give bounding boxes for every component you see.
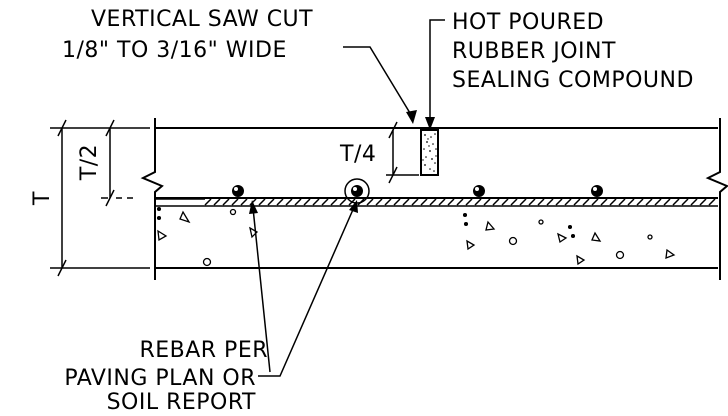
hatch-line	[627, 198, 635, 206]
rebar	[591, 185, 603, 197]
hatch-line	[330, 198, 338, 206]
hatch-line	[492, 198, 500, 206]
hatch-line	[366, 198, 374, 206]
sealant-callout: HOT POURED RUBBER JOINT SEALING COMPOUND	[425, 10, 694, 130]
hatch-line	[663, 198, 671, 206]
hatch-line	[672, 198, 680, 206]
hatch-line	[474, 198, 482, 206]
rebar-callout: REBAR PER PAVING PLAN OR SOIL REPORT	[64, 200, 358, 415]
hatch-line	[375, 198, 383, 206]
hatch-line	[681, 198, 689, 206]
sealant-text-1: HOT POURED	[452, 10, 604, 35]
hatch-line	[501, 198, 509, 206]
sealant-text-2: RUBBER JOINT	[452, 39, 616, 64]
hatch-line	[456, 198, 464, 206]
hatch-line	[690, 198, 698, 206]
hatch-line	[483, 198, 491, 206]
hatch-line	[420, 198, 428, 206]
hatch-line	[294, 198, 302, 206]
hatch-line	[546, 198, 554, 206]
hatch-line	[645, 198, 653, 206]
hatch-line	[222, 198, 230, 206]
rebar-text-3: SOIL REPORT	[107, 390, 256, 415]
hatch-line	[321, 198, 329, 206]
saw-cut-text-1: VERTICAL SAW CUT	[91, 7, 313, 32]
hatch-line	[204, 198, 212, 206]
hatch-line	[564, 198, 572, 206]
hatch-line	[591, 198, 599, 206]
sealant-text-3: SEALING COMPOUND	[452, 68, 694, 93]
hatch-line	[510, 198, 518, 206]
hatch-line	[267, 198, 275, 206]
hatch-line	[537, 198, 545, 206]
hatch-line	[465, 198, 473, 206]
hatch-line	[240, 198, 248, 206]
hatch-line	[573, 198, 581, 206]
saw-cut-joint	[420, 129, 439, 176]
hatch-line	[438, 198, 446, 206]
hatch-line	[384, 198, 392, 206]
hatch-line	[276, 198, 284, 206]
rebar	[232, 185, 244, 197]
hatch-line	[582, 198, 590, 206]
hatch-line	[312, 198, 320, 206]
saw-cut-callout: VERTICAL SAW CUT 1/8" TO 3/16" WIDE	[62, 7, 417, 124]
hatch-line	[303, 198, 311, 206]
hatch-line	[636, 198, 644, 206]
hatch-line	[393, 198, 401, 206]
dimension-total-thickness: T	[30, 119, 150, 277]
hatch-line	[654, 198, 662, 206]
hatch-line	[519, 198, 527, 206]
hatch-line	[447, 198, 455, 206]
hatch-line	[555, 198, 563, 206]
dimension-quarter-depth: T/4	[339, 121, 419, 184]
hatch-line	[528, 198, 536, 206]
base-course-hatch	[155, 198, 718, 207]
dim-total-label: T	[30, 191, 55, 206]
sealing-compound-fill	[422, 133, 437, 172]
hatch-line	[609, 198, 617, 206]
hatch-line	[699, 198, 707, 206]
concrete-slab	[140, 118, 728, 280]
dim-quarter-label: T/4	[339, 142, 376, 167]
hatch-line	[600, 198, 608, 206]
rebar-text-2: PAVING PLAN OR	[64, 366, 256, 391]
saw-cut-text-2: 1/8" TO 3/16" WIDE	[62, 38, 287, 63]
rebar-text-1: REBAR PER	[139, 338, 268, 363]
rebar	[351, 185, 363, 197]
rebars	[232, 178, 603, 204]
rebar	[473, 185, 485, 197]
dim-half-label: T/2	[77, 144, 102, 181]
hatch-line	[213, 198, 221, 206]
dimension-half-thickness: T/2	[77, 119, 133, 207]
hatch-line	[708, 198, 716, 206]
hatch-line	[249, 198, 257, 206]
subgrade-aggregate	[156, 206, 676, 267]
hatch-line	[339, 198, 347, 206]
hatch-line	[258, 198, 266, 206]
hatch-line	[618, 198, 626, 206]
hatch-line	[429, 198, 437, 206]
hatch-line	[285, 198, 293, 206]
hatch-line	[402, 198, 410, 206]
hatch-line	[411, 198, 419, 206]
hatch-line	[231, 198, 239, 206]
